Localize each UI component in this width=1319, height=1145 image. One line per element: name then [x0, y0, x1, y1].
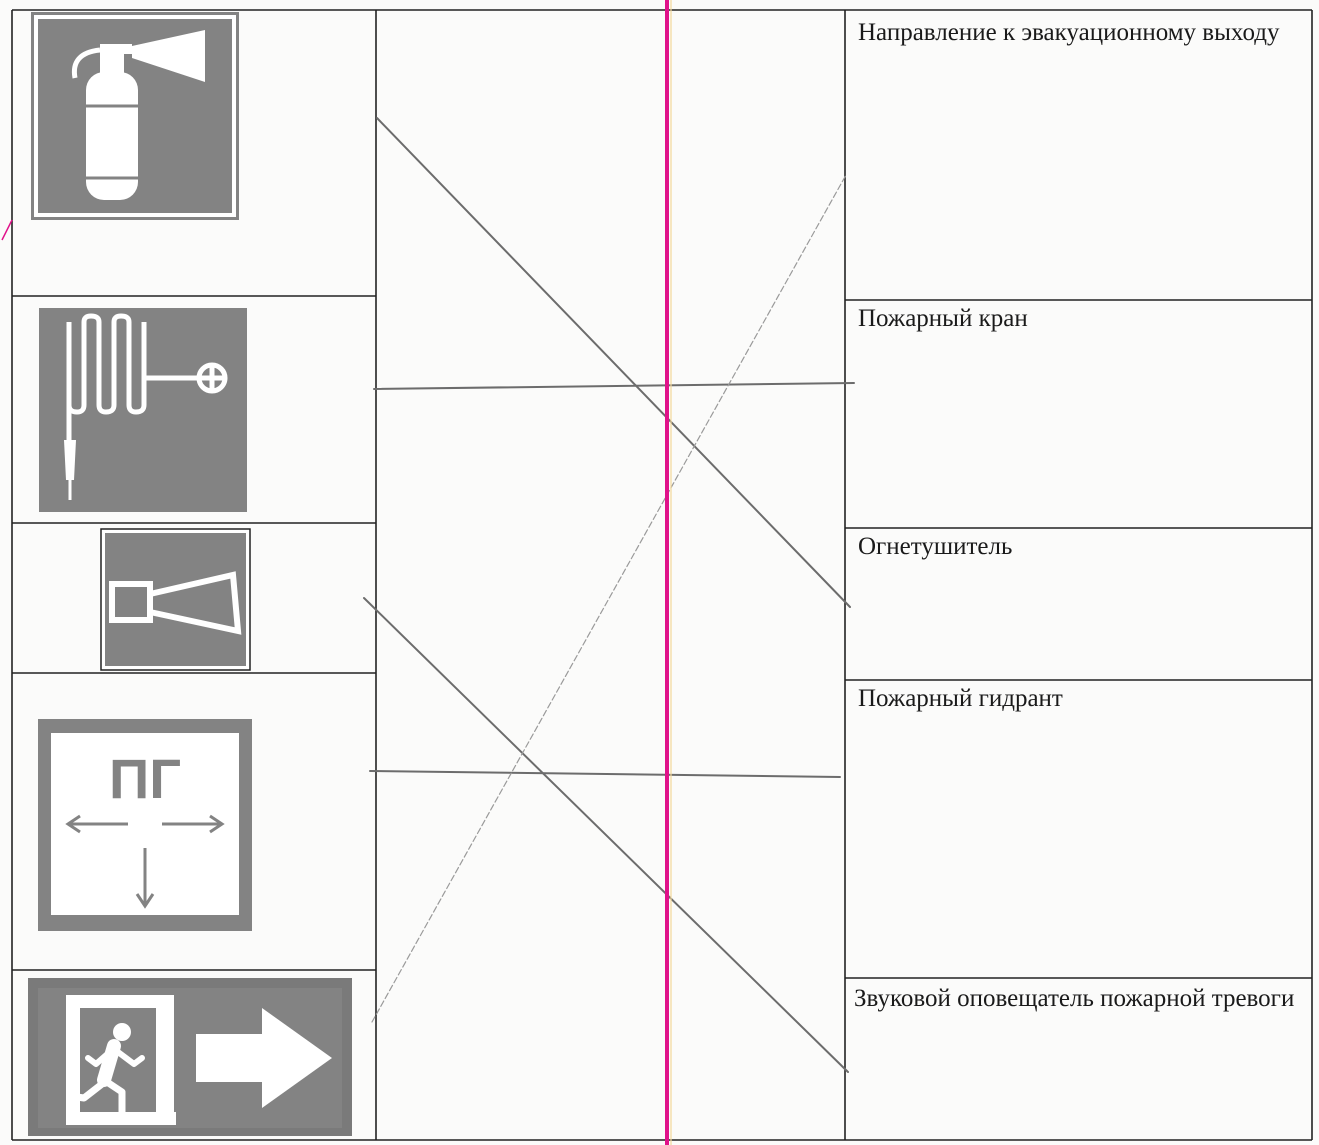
fire-hydrant-pg-icon: ПГ: [38, 719, 252, 931]
label-fire-extinguisher: Огнетушитель: [858, 533, 1013, 560]
label-evacuation-exit: Направление к эвакуационному выходу: [858, 19, 1280, 46]
label-fire-alarm-sounder: Звуковой оповещатель пожарной тревоги: [854, 985, 1295, 1012]
fire-hose-reel-icon: [39, 308, 247, 512]
margin-line: [1, 0, 672, 1145]
emergency-exit-right-icon: [28, 978, 352, 1136]
label-fire-hydrant: Пожарный гидрант: [858, 685, 1063, 712]
pencil-matching-lines: [363, 117, 855, 1073]
table-grid: [11, 9, 1313, 1141]
fire-extinguisher-icon: [31, 12, 239, 220]
fire-alarm-horn-icon: [100, 528, 251, 671]
label-fire-hose: Пожарный кран: [858, 305, 1028, 332]
pg-label: ПГ: [109, 747, 181, 810]
